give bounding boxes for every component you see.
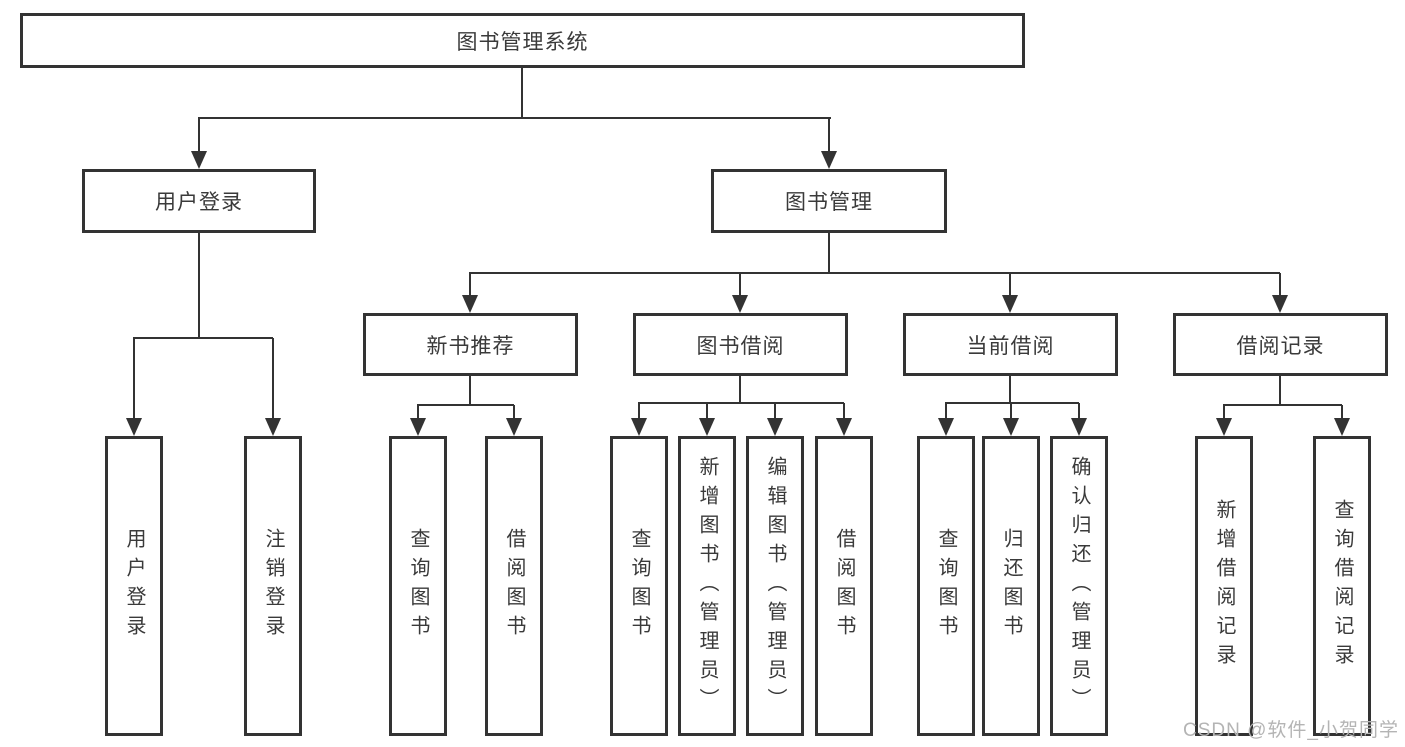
connector-drop-leaf-user-login [133,338,135,418]
leaf-records-query-record-label: 查询借阅记录 [1331,499,1353,673]
connector-drop-bb-add [706,403,708,418]
leaf-records-add-record: 新增借阅记录 [1195,436,1253,736]
leaf-borrow-edit-books-admin: 编辑图书（管理员） [746,436,804,736]
leaf-borrow-edit-books-admin-label: 编辑图书（管理员） [764,455,786,717]
arrowhead-book-management [821,151,837,169]
arrowhead-user-login [191,151,207,169]
connector-drop-bb-query [638,403,640,418]
leaf-records-query-record: 查询借阅记录 [1313,436,1371,736]
leaf-user-login: 用户登录 [105,436,163,736]
connector-newbook-stem [469,376,471,405]
arrowhead-br-query [1334,418,1350,436]
arrowhead-borrow-records [1272,295,1288,313]
connector-drop-br-query [1341,405,1343,418]
connector-bookmgmt-rail [469,272,1280,274]
connector-userlogin-stem [198,233,200,338]
connector-bookborrow-stem [739,376,741,403]
arrowhead-br-add [1216,418,1232,436]
connector-bookmgmt-stem [828,233,830,273]
leaf-current-confirm-return-admin-label: 确认归还（管理员） [1068,455,1090,717]
node-current-borrow: 当前借阅 [903,313,1118,376]
arrowhead-book-borrow [732,295,748,313]
node-borrow-records: 借阅记录 [1173,313,1388,376]
node-new-book-recommend-label: 新书推荐 [426,334,515,358]
arrowhead-nb-borrow [506,418,522,436]
connector-drop-bb-borrow [843,403,845,418]
leaf-newbook-borrow-books-label: 借阅图书 [503,528,525,644]
arrowhead-bb-edit [767,418,783,436]
connector-newbook-rail [417,404,514,406]
arrowhead-cb-confirm [1071,418,1087,436]
node-borrow-records-label: 借阅记录 [1236,334,1325,358]
connector-drop-cb-return [1010,403,1012,418]
arrowhead-leaf-logout [265,418,281,436]
node-user-login: 用户登录 [82,169,316,233]
leaf-newbook-query-books: 查询图书 [389,436,447,736]
csdn-watermark: CSDN @软件_小贺同学 [1183,720,1399,741]
connector-drop-book-borrow [739,273,741,295]
arrowhead-cb-return [1003,418,1019,436]
leaf-user-login-label: 用户登录 [123,528,145,644]
connector-records-rail [1223,404,1342,406]
leaf-borrow-borrow-books: 借阅图书 [815,436,873,736]
connector-root-stem [521,68,523,118]
connector-drop-leaf-logout [272,338,274,418]
leaf-current-return-books-label: 归还图书 [1000,528,1022,644]
arrowhead-bb-borrow [836,418,852,436]
node-current-borrow-label: 当前借阅 [966,334,1055,358]
node-user-login-label: 用户登录 [155,191,243,214]
arrowhead-nb-query [410,418,426,436]
node-book-borrow: 图书借阅 [633,313,848,376]
node-new-book-recommend: 新书推荐 [363,313,578,376]
leaf-logout-label: 注销登录 [262,528,284,644]
leaf-current-query-books-label: 查询图书 [935,528,957,644]
node-root-label: 图书管理系统 [456,30,589,54]
connector-drop-bb-edit [774,403,776,418]
leaf-borrow-add-books-admin: 新增图书（管理员） [678,436,736,736]
leaf-current-confirm-return-admin: 确认归还（管理员） [1050,436,1108,736]
leaf-newbook-borrow-books: 借阅图书 [485,436,543,736]
arrowhead-leaf-user-login [126,418,142,436]
connector-bookborrow-rail [638,402,844,404]
connector-drop-new-book [469,273,471,295]
leaf-current-query-books: 查询图书 [917,436,975,736]
node-book-management-label: 图书管理 [785,191,873,214]
leaf-logout: 注销登录 [244,436,302,736]
connector-records-stem [1279,376,1281,405]
arrowhead-bb-add [699,418,715,436]
node-book-borrow-label: 图书借阅 [696,334,785,358]
leaf-records-add-record-label: 新增借阅记录 [1213,499,1235,673]
arrowhead-new-book [462,295,478,313]
connector-drop-borrow-records [1279,273,1281,295]
connector-root-rail [198,117,831,119]
connector-drop-current-borrow [1009,273,1011,295]
node-root: 图书管理系统 [20,13,1025,68]
leaf-current-return-books: 归还图书 [982,436,1040,736]
node-book-management: 图书管理 [711,169,947,233]
connector-drop-nb-query [417,405,419,418]
connector-drop-nb-borrow [513,405,515,418]
arrowhead-bb-query [631,418,647,436]
connector-currentborrow-rail [945,402,1079,404]
leaf-borrow-add-books-admin-label: 新增图书（管理员） [696,455,718,717]
leaf-borrow-query-books: 查询图书 [610,436,668,736]
connector-drop-book-management [828,118,830,151]
arrowhead-cb-query [938,418,954,436]
leaf-newbook-query-books-label: 查询图书 [407,528,429,644]
connector-userlogin-rail [133,337,273,339]
connector-drop-br-add [1223,405,1225,418]
connector-drop-cb-confirm [1078,403,1080,418]
leaf-borrow-query-books-label: 查询图书 [628,528,650,644]
arrowhead-current-borrow [1002,295,1018,313]
connector-drop-cb-query [945,403,947,418]
leaf-borrow-borrow-books-label: 借阅图书 [833,528,855,644]
connector-currentborrow-stem [1009,376,1011,403]
connector-drop-user-login [198,118,200,151]
